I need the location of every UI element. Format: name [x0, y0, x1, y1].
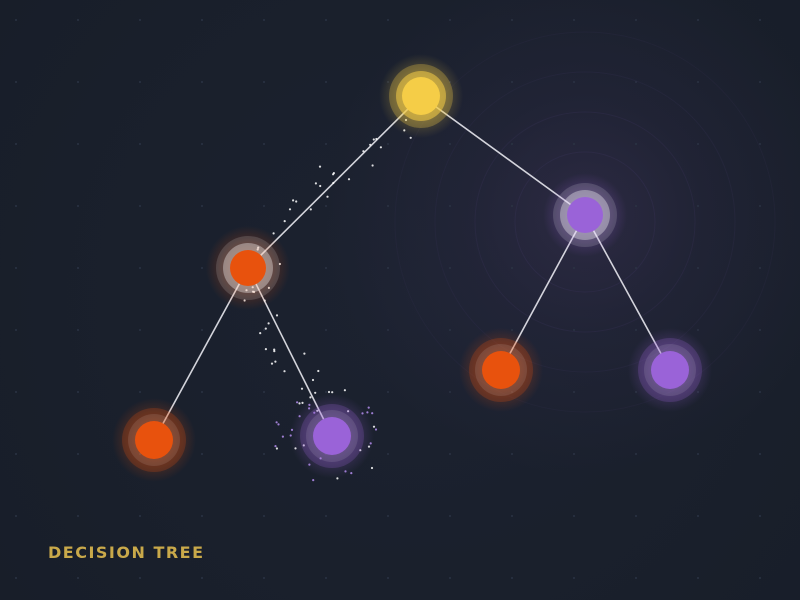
node-core — [230, 250, 266, 286]
particle — [369, 143, 372, 146]
sparkle-particle — [343, 389, 346, 392]
particle — [347, 178, 351, 181]
halo-ring — [394, 31, 776, 413]
particle — [288, 208, 292, 211]
halo-ring — [514, 151, 656, 293]
particle — [319, 184, 322, 188]
particle — [379, 146, 382, 149]
node-core — [651, 351, 689, 389]
particle — [309, 396, 312, 399]
particle — [274, 360, 277, 363]
particle — [272, 232, 275, 235]
sparkle-particle — [367, 406, 370, 409]
background-halo-rings — [394, 31, 776, 413]
sparkle-particle — [372, 425, 376, 428]
sparkle-particle — [331, 391, 334, 394]
node-core — [567, 197, 603, 233]
particle — [332, 172, 335, 175]
particle — [273, 350, 276, 353]
node-core — [135, 421, 173, 459]
diagram-caption: DECISION TREE — [48, 543, 205, 562]
particle — [264, 327, 267, 330]
particle — [317, 369, 320, 373]
particle — [314, 391, 317, 394]
particle — [409, 136, 412, 139]
particle — [311, 378, 315, 382]
particle — [300, 387, 304, 390]
halo-ring — [474, 111, 696, 333]
sparkle-particle — [274, 445, 277, 448]
node-left — [206, 226, 290, 310]
particle — [318, 165, 322, 168]
particle — [298, 402, 301, 405]
sparkle-particle — [374, 428, 378, 431]
particle — [362, 150, 365, 153]
particle — [275, 314, 279, 317]
node-core — [482, 351, 520, 389]
node-core — [313, 417, 351, 455]
particle — [259, 332, 262, 335]
particle — [327, 390, 331, 394]
particle — [267, 322, 270, 325]
sparkle-particle — [312, 479, 315, 482]
halo-ring — [434, 71, 736, 373]
particle — [371, 164, 374, 167]
node-core — [402, 77, 440, 115]
sparkle-particle — [281, 435, 284, 438]
tree-nodes — [112, 54, 712, 482]
sparkle-particle — [370, 466, 374, 470]
particle — [332, 181, 335, 185]
node-right — [543, 173, 627, 257]
particle — [309, 208, 312, 211]
particle — [264, 348, 267, 351]
particle — [292, 199, 295, 202]
particle — [303, 352, 306, 355]
sparkle-particle — [275, 447, 278, 450]
sparkle-particle — [296, 401, 299, 404]
node-right-right — [628, 328, 712, 412]
node-root — [379, 54, 463, 138]
sparkle-particle — [275, 421, 278, 424]
particle — [283, 220, 286, 223]
particle — [301, 401, 304, 404]
node-left-left — [112, 398, 196, 482]
particle — [295, 200, 298, 203]
sparkle-particle — [277, 423, 280, 426]
sparkle-particle — [371, 412, 374, 415]
particle — [283, 370, 286, 373]
node-left-right — [290, 394, 374, 478]
sparkle-particle — [336, 477, 339, 480]
particle — [270, 362, 274, 365]
node-right-left — [459, 328, 543, 412]
particle — [314, 182, 317, 185]
particle — [372, 138, 375, 141]
particle — [375, 137, 378, 141]
particle — [326, 195, 329, 198]
